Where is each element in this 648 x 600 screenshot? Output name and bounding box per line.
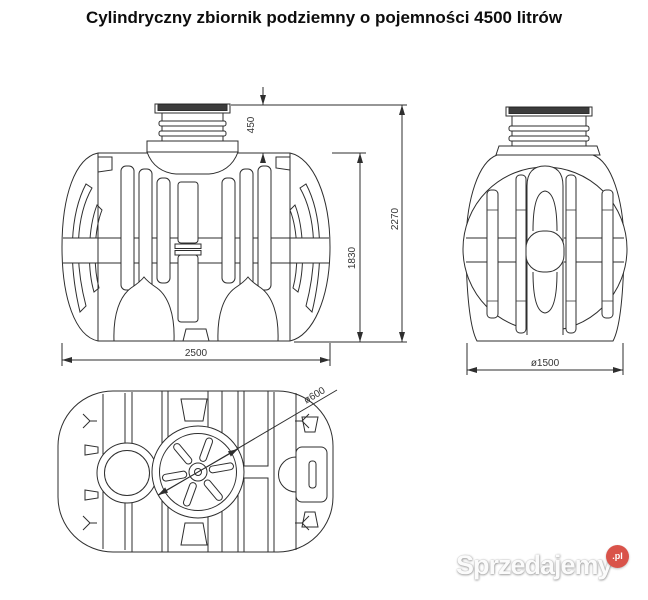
top-view <box>57 390 334 553</box>
watermark-pl-badge: .pl <box>606 545 629 568</box>
end-view <box>462 106 628 342</box>
dim-body-height-label: 1830 <box>347 246 358 269</box>
dim-length-label: 2500 <box>185 348 208 359</box>
dim-total-height-label: 2270 <box>390 207 401 230</box>
manhole-lid-hatch <box>508 107 590 114</box>
watermark-brand-text: Sprzedajemy <box>456 550 613 580</box>
side-view <box>61 103 331 342</box>
watermark: Sprzedajemy .pl <box>448 545 648 594</box>
dim-neck-height-label: 450 <box>246 116 257 133</box>
inlet-opening <box>104 450 150 496</box>
dim-diameter-label: ø1500 <box>531 358 560 369</box>
page-title: Cylindryczny zbiornik podziemny o pojemn… <box>85 8 563 27</box>
manhole-lid-hatch <box>157 104 228 111</box>
